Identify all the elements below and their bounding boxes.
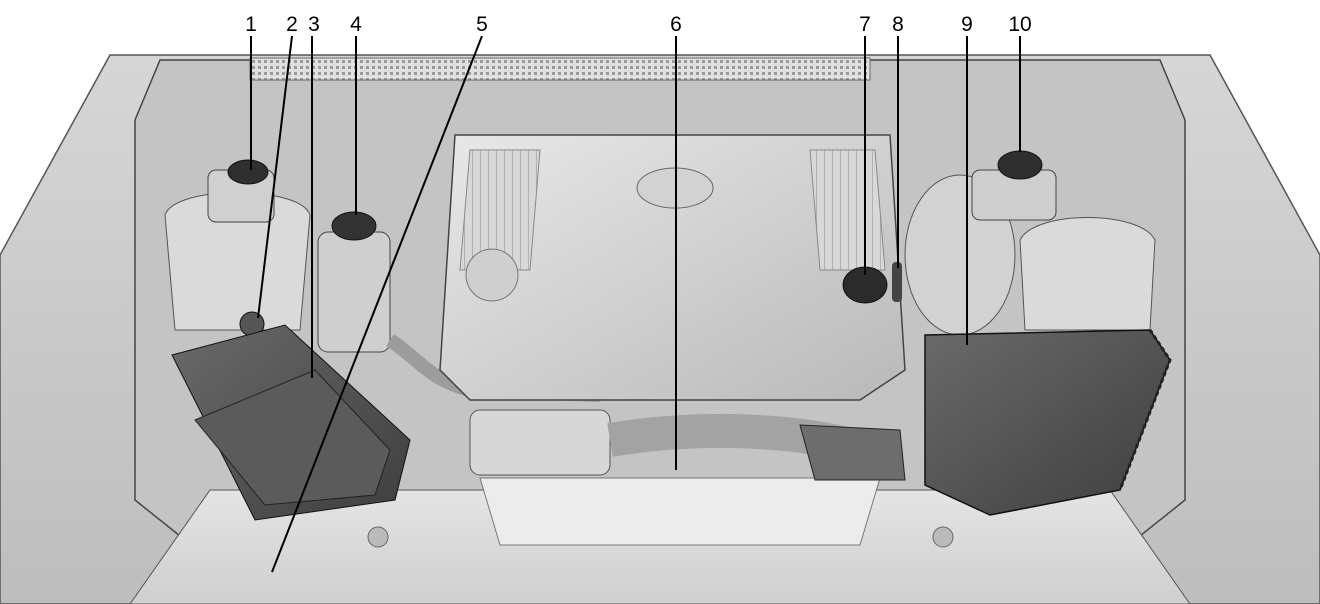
fascia-center-panel — [479, 477, 881, 546]
callout-10: 10 — [1008, 13, 1031, 36]
left-components — [164, 159, 601, 521]
brake-fluid-cap — [227, 159, 269, 185]
callout-5: 5 — [476, 13, 488, 36]
power-steering-cap — [997, 150, 1043, 180]
callout-6: 6 — [670, 13, 682, 36]
coolant-reservoir — [317, 231, 391, 353]
leader-line-2 — [257, 35, 293, 319]
radiator-grille — [249, 57, 871, 81]
right-components — [904, 150, 1172, 516]
callout-9: 9 — [961, 13, 973, 36]
engine-oil-dipstick — [892, 262, 902, 302]
air-cleaner-lid-edge — [1118, 329, 1172, 491]
callout-3: 3 — [308, 13, 320, 36]
callout-4: 4 — [350, 13, 362, 36]
callout-7: 7 — [859, 13, 871, 36]
intake-bellows — [799, 424, 906, 481]
callout-1: 1 — [245, 13, 257, 36]
engine-cover — [439, 134, 906, 401]
callout-labels: 1 2 3 4 5 6 7 8 9 10 — [245, 13, 1032, 36]
right-strut-tower — [1019, 217, 1156, 331]
leader-lines — [250, 35, 1021, 573]
engine-cover-boss — [465, 248, 519, 302]
fascia-fastener — [932, 526, 954, 548]
coolant-cap — [331, 211, 377, 241]
engine-cover-ribs-left — [459, 149, 541, 271]
callout-2: 2 — [286, 13, 298, 36]
callout-8: 8 — [892, 13, 904, 36]
engine — [439, 134, 906, 481]
engine-cover-ribs-right — [809, 149, 886, 271]
fascia-fastener — [367, 526, 389, 548]
fuse-block-cover — [194, 369, 391, 506]
leader-line-5 — [271, 35, 483, 573]
intake-duct — [469, 409, 611, 476]
